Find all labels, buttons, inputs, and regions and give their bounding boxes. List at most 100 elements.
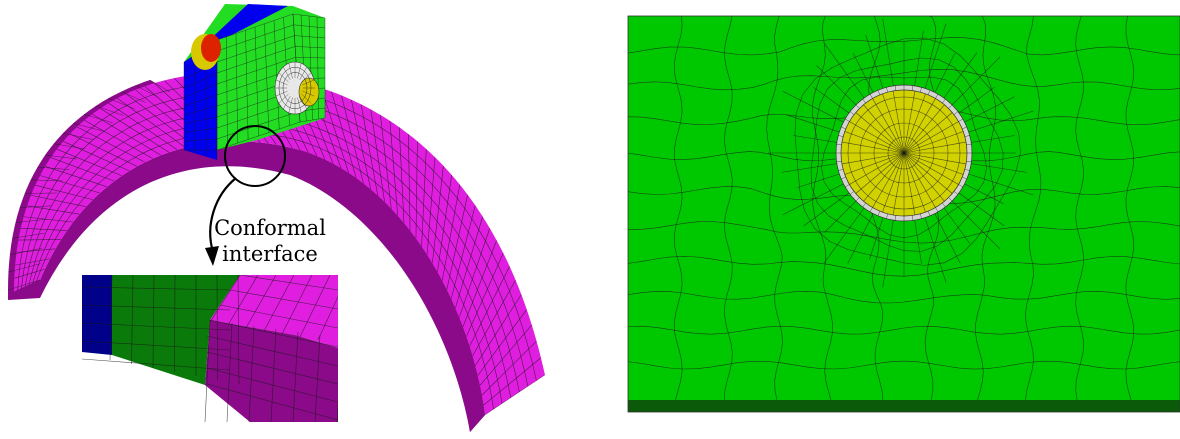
arch-mesh-radial xyxy=(84,119,154,159)
plate-mesh-spoke xyxy=(882,18,894,86)
bolt-shank-spoke xyxy=(892,152,905,216)
arch-mesh-radial xyxy=(45,166,108,188)
block-blue-mesh xyxy=(183,138,218,142)
bolt-shank-spoke xyxy=(903,152,953,194)
arch-mesh-radial xyxy=(483,357,542,406)
inset-mesh-line xyxy=(245,275,277,329)
plate-mesh-spoke xyxy=(882,220,894,288)
bolt-mesh-line xyxy=(275,79,288,86)
inset-mesh-line xyxy=(219,304,338,329)
arch-side-mesh xyxy=(15,218,48,223)
washer-segment xyxy=(935,207,939,213)
block-blue-mesh xyxy=(183,105,218,116)
plate-mesh-vertical xyxy=(766,15,783,401)
plate-mesh-spoke xyxy=(914,220,922,264)
bolt-shank-spoke xyxy=(903,152,964,175)
arch-side-mesh xyxy=(12,233,45,239)
bolt-mesh-line xyxy=(299,95,307,110)
bolt-mesh-line xyxy=(302,79,315,86)
inset-mesh-line xyxy=(82,322,231,331)
bolt-mesh-line xyxy=(301,93,312,104)
inset-mesh xyxy=(82,275,338,422)
block-green-mesh xyxy=(216,46,296,74)
callout-arrowhead xyxy=(205,246,219,266)
washer-segment xyxy=(849,111,855,115)
arch-mesh-radial xyxy=(14,268,45,279)
plate-mesh-spoke xyxy=(968,110,1034,133)
arch-mesh-radial xyxy=(125,93,194,146)
block-side-mesh xyxy=(294,35,326,39)
plate-mesh-spoke xyxy=(924,217,947,283)
arch-mesh-radial xyxy=(415,141,418,239)
washer-segment xyxy=(935,93,939,99)
washer-segment xyxy=(894,85,897,91)
plate-mesh-spoke xyxy=(971,163,1027,173)
arch-mesh-radial xyxy=(450,205,476,299)
bolt-mesh-line xyxy=(278,93,289,104)
arch-right-side-face xyxy=(292,150,485,432)
arch-side-mesh xyxy=(108,98,135,109)
washer-segment xyxy=(844,118,850,122)
bolt-mesh-line xyxy=(299,66,307,81)
arch-side-mesh xyxy=(7,279,41,291)
plate-mesh-vertical xyxy=(1125,15,1135,401)
plate-mesh-spoke xyxy=(869,217,884,260)
bolt-shank-spoke xyxy=(841,141,905,154)
arch-mesh-radial xyxy=(477,309,527,376)
arch-mesh-radial xyxy=(441,184,461,281)
plate-mesh-spoke xyxy=(781,163,837,173)
block-blue-face xyxy=(184,40,217,160)
bolt-shank-spoke xyxy=(855,112,905,154)
washer-segment xyxy=(855,104,860,109)
plate-mesh-spoke xyxy=(951,56,1001,106)
arch-side-mesh xyxy=(30,179,63,182)
arch-mesh-radial xyxy=(469,266,510,347)
bolt-shank-spoke xyxy=(903,93,926,154)
arch-mesh-ring xyxy=(36,131,494,410)
plate-mesh-spoke xyxy=(958,86,995,114)
washer-segment xyxy=(958,118,964,122)
block-blue-mesh xyxy=(183,72,218,89)
arch-mesh-radial xyxy=(18,239,62,241)
arch-mesh-radial xyxy=(455,216,483,309)
arch-side-mesh xyxy=(84,114,113,124)
callout-label: Conformal interface xyxy=(200,215,340,267)
plate-mesh-spoke xyxy=(797,173,840,188)
bolt-shank-spoke xyxy=(863,152,905,202)
washer-segment xyxy=(962,176,967,180)
inset-mesh-line xyxy=(82,286,231,291)
bolt-shank-spoke xyxy=(903,152,959,185)
arch-mesh-radial xyxy=(380,114,392,209)
interface-callout-circle xyxy=(224,125,286,187)
washer-segment xyxy=(836,143,842,146)
arch-mesh-radial xyxy=(341,95,364,184)
bolt-shank-spoke xyxy=(849,121,905,154)
plate-mesh-spoke xyxy=(968,173,1034,196)
bolt-shank-spoke xyxy=(855,152,905,194)
arch-mesh-radial xyxy=(398,127,405,224)
inset-mesh-line xyxy=(292,331,299,422)
arch-mesh-radial xyxy=(76,126,146,163)
washer-segment xyxy=(886,87,888,93)
washer-segment xyxy=(838,135,844,137)
bolt-shank-spoke xyxy=(903,152,926,213)
bolt-shank-spoke xyxy=(903,152,945,202)
washer-segment xyxy=(920,87,922,93)
plate-mesh-spoke xyxy=(934,53,956,93)
bolt-right xyxy=(274,61,320,115)
inset-mesh-line xyxy=(229,289,338,310)
plate-mesh-spoke xyxy=(934,213,961,264)
arch-mesh-radial xyxy=(466,252,504,337)
block-side-mesh xyxy=(295,56,326,59)
plate-mesh-vertical xyxy=(1075,15,1084,401)
bolt-shank-spoke xyxy=(903,131,964,154)
inset-mesh-line xyxy=(152,275,155,369)
arch-top-surface xyxy=(14,73,545,416)
bolt-shank-spoke xyxy=(903,98,936,154)
arch-mesh-radial xyxy=(481,340,537,396)
inset-mesh-line xyxy=(82,304,231,311)
bolt-mesh-ring xyxy=(278,66,312,110)
bolt-mesh xyxy=(275,62,315,114)
inset-mesh-line xyxy=(174,275,176,373)
bolt-shank-spoke xyxy=(841,152,905,165)
